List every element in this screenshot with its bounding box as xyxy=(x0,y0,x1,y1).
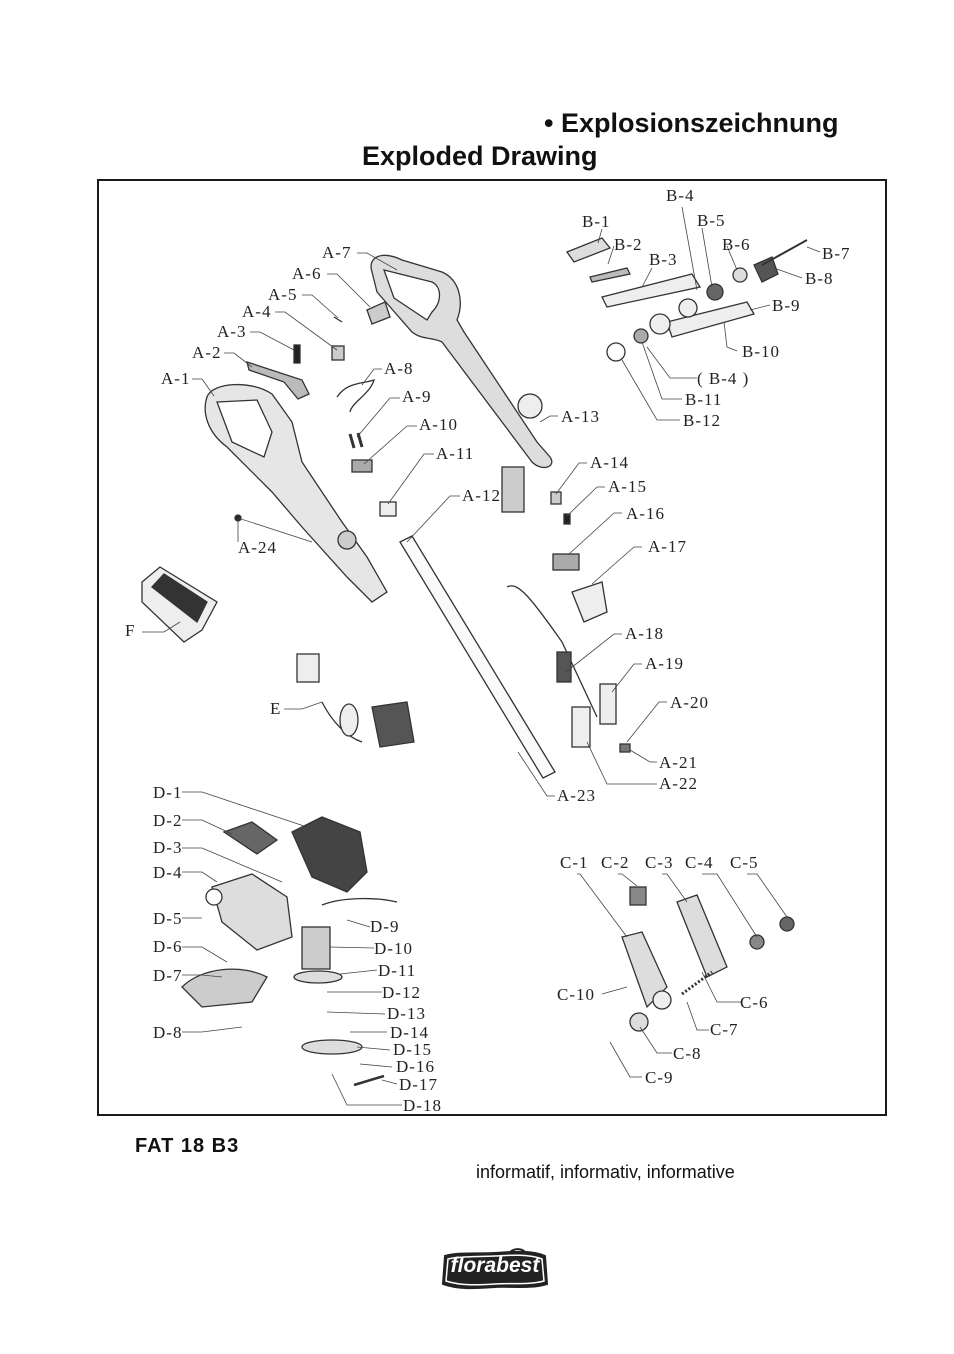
label-a5: A-5 xyxy=(268,285,297,304)
label-c1: C-1 xyxy=(560,853,589,872)
logo-wordmark: florabest xyxy=(450,1254,540,1277)
label-d16: D-16 xyxy=(396,1057,435,1076)
label-c7: C-7 xyxy=(710,1020,739,1039)
label-b10: B-10 xyxy=(742,342,780,361)
label-d12: D-12 xyxy=(382,983,421,1002)
label-d4: D-4 xyxy=(153,863,182,882)
logo-badge xyxy=(441,1248,549,1290)
label-d5: D-5 xyxy=(153,909,182,928)
label-d9: D-9 xyxy=(370,917,399,936)
heading-en: Exploded Drawing xyxy=(362,141,598,171)
label-d2: D-2 xyxy=(153,811,182,830)
handle-grip xyxy=(382,269,441,321)
label-b11: B-11 xyxy=(685,390,722,409)
label-d6: D-6 xyxy=(153,937,182,956)
label-d8: D-8 xyxy=(153,1023,182,1042)
label-b3: B-3 xyxy=(649,250,678,269)
brand-logo: florabest xyxy=(439,1248,551,1292)
label-b1: B-1 xyxy=(582,212,611,231)
label-a13: A-13 xyxy=(561,407,600,426)
label-d15: D-15 xyxy=(393,1040,432,1059)
label-c4: C-4 xyxy=(685,853,714,872)
label-b9: B-9 xyxy=(772,296,801,315)
part-labels: A-7 A-6 A-5 A-4 A-3 A-2 A-1 A-8 A-9 A-10… xyxy=(125,186,851,1115)
part-drawings xyxy=(141,237,808,1087)
label-d3: D-3 xyxy=(153,838,182,857)
label-a22: A-22 xyxy=(659,774,698,793)
label-c2: C-2 xyxy=(601,853,630,872)
exploded-drawing-frame: A-7 A-6 A-5 A-4 A-3 A-2 A-1 A-8 A-9 A-10… xyxy=(97,179,887,1116)
label-a20: A-20 xyxy=(670,693,709,712)
label-a8: A-8 xyxy=(384,359,413,378)
label-a12: A-12 xyxy=(462,486,501,505)
heading-de: • Explosionszeichnung xyxy=(544,108,839,138)
label-a11: A-11 xyxy=(436,444,474,463)
model-number: FAT 18 B3 xyxy=(135,1135,240,1157)
label-a16: A-16 xyxy=(626,504,665,523)
label-a24: A-24 xyxy=(238,538,277,557)
label-b6: B-6 xyxy=(722,235,751,254)
label-c3: C-3 xyxy=(645,853,674,872)
label-b8: B-8 xyxy=(805,269,834,288)
label-a6: A-6 xyxy=(292,264,321,283)
trigger-a2 xyxy=(246,361,310,400)
label-d17: D-17 xyxy=(399,1075,438,1094)
label-a19: A-19 xyxy=(645,654,684,673)
label-b4-ref: ( B-4 ) xyxy=(697,369,749,388)
label-a21: A-21 xyxy=(659,753,698,772)
label-a10: A-10 xyxy=(419,415,458,434)
leader-lines xyxy=(142,206,821,1106)
label-b12: B-12 xyxy=(683,411,721,430)
label-a4: A-4 xyxy=(242,302,271,321)
label-b7: B-7 xyxy=(822,244,851,263)
label-a7: A-7 xyxy=(322,243,351,262)
b-plate xyxy=(565,237,612,263)
label-a3: A-3 xyxy=(217,322,246,341)
label-c6: C-6 xyxy=(740,993,769,1012)
label-d1: D-1 xyxy=(153,783,182,802)
c-arm xyxy=(621,931,668,1009)
label-c8: C-8 xyxy=(673,1044,702,1063)
label-d13: D-13 xyxy=(387,1004,426,1023)
label-a14: A-14 xyxy=(590,453,629,472)
label-a17: A-17 xyxy=(648,537,687,556)
label-f: F xyxy=(125,621,135,640)
label-a18: A-18 xyxy=(625,624,664,643)
informative-note: informatif, informativ, informative xyxy=(476,1162,735,1182)
label-b4: B-4 xyxy=(666,186,695,205)
label-d7: D-7 xyxy=(153,966,182,985)
label-a23: A-23 xyxy=(557,786,596,805)
label-e: E xyxy=(270,699,281,718)
label-c10: C-10 xyxy=(557,985,595,1004)
exploded-drawing: A-7 A-6 A-5 A-4 A-3 A-2 A-1 A-8 A-9 A-10… xyxy=(125,186,851,1115)
label-a2: A-2 xyxy=(192,343,221,362)
label-b5: B-5 xyxy=(697,211,726,230)
label-b2: B-2 xyxy=(614,235,643,254)
label-c5: C-5 xyxy=(730,853,759,872)
label-d11: D-11 xyxy=(378,961,416,980)
label-a1: A-1 xyxy=(161,369,190,388)
tube-a12 xyxy=(399,535,556,779)
label-d14: D-14 xyxy=(390,1023,429,1042)
label-a9: A-9 xyxy=(402,387,431,406)
label-c9: C-9 xyxy=(645,1068,674,1087)
d1-cover xyxy=(291,816,368,893)
label-d18: D-18 xyxy=(403,1096,442,1115)
label-d10: D-10 xyxy=(374,939,413,958)
label-a15: A-15 xyxy=(608,477,647,496)
